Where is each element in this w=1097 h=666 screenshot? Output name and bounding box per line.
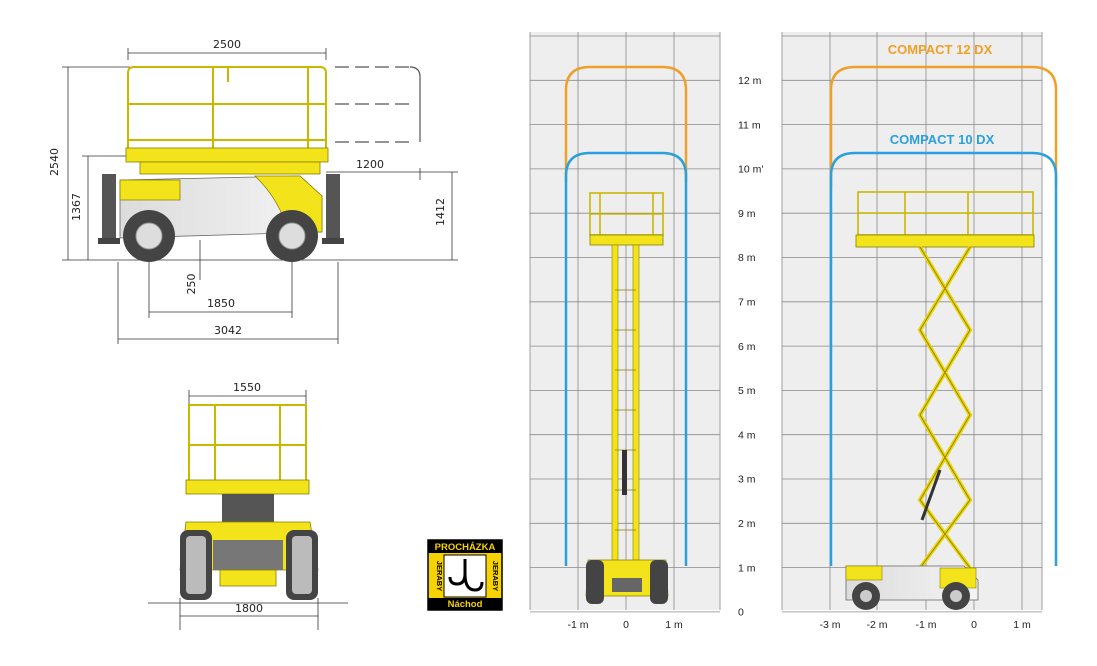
logo-top-text: PROCHÁZKA bbox=[435, 542, 496, 553]
compact-10-dx-title: COMPACT 10 DX bbox=[890, 132, 995, 147]
left-reach-chart bbox=[529, 32, 721, 613]
side-dim-right-height-label: 1412 bbox=[434, 198, 447, 226]
side-view bbox=[62, 48, 458, 344]
compact-12-dx-title: COMPACT 12 DX bbox=[888, 42, 993, 57]
x-tick-label: 0 bbox=[623, 619, 629, 631]
height-tick-label: 4 m bbox=[738, 429, 756, 441]
right-reach-chart bbox=[781, 32, 1058, 613]
right-horizontal-axis: -3 m -2 m -1 m 0 1 m bbox=[820, 619, 1031, 631]
logo-bottom-text: Náchod bbox=[448, 599, 483, 610]
x-tick-label: 1 m bbox=[1013, 619, 1031, 631]
height-tick-label: 0 bbox=[738, 607, 744, 619]
left-horizontal-axis: -1 m 0 1 m bbox=[568, 619, 683, 631]
side-dim-total-height-label: 2540 bbox=[48, 148, 61, 176]
front-dim-bottom-label: 1800 bbox=[235, 602, 263, 615]
envelope-12m-left bbox=[564, 65, 688, 182]
height-tick-label: 7 m bbox=[738, 297, 756, 309]
envelope-10m-right bbox=[829, 151, 1058, 566]
x-tick-label: -2 m bbox=[867, 619, 888, 631]
x-tick-label: 1 m bbox=[665, 619, 683, 631]
x-tick-label: 0 bbox=[971, 619, 977, 631]
x-tick-label: -1 m bbox=[568, 619, 589, 631]
side-dim-clearance-label: 250 bbox=[185, 274, 198, 295]
crane-hook-icon bbox=[448, 559, 484, 592]
side-dim-extension-label: 1200 bbox=[356, 158, 384, 171]
logo-right-text: JERABY bbox=[491, 561, 500, 591]
left-height-axis: 12 m 11 m 10 m' 9 m 8 m 7 m 6 m 5 m 4 m 3 m 2 m 1 m… bbox=[738, 75, 763, 619]
x-tick-label: -3 m bbox=[820, 619, 841, 631]
height-tick-label: 3 m bbox=[738, 474, 756, 486]
height-tick-label: 10 m' bbox=[738, 164, 763, 176]
height-tick-label: 2 m bbox=[738, 518, 756, 530]
x-tick-label: -1 m bbox=[916, 619, 937, 631]
height-tick-label: 6 m bbox=[738, 341, 756, 353]
side-dim-wheelbase-label: 1850 bbox=[207, 297, 235, 310]
height-tick-label: 11 m bbox=[738, 119, 761, 131]
height-tick-label: 1 m bbox=[738, 562, 756, 574]
side-dim-top-label: 2500 bbox=[213, 38, 241, 51]
height-tick-label: 8 m bbox=[738, 252, 756, 264]
prochazka-logo: PROCHÁZKA Náchod JERABY JERABY bbox=[427, 539, 503, 611]
front-view bbox=[148, 390, 348, 630]
envelope-10m-left bbox=[564, 151, 688, 566]
height-tick-label: 5 m bbox=[738, 385, 756, 397]
side-dim-length-label: 3042 bbox=[214, 324, 242, 337]
height-tick-label: 12 m bbox=[738, 75, 762, 87]
envelope-12m-right bbox=[829, 65, 1058, 187]
side-dim-platform-height-label: 1367 bbox=[70, 193, 83, 221]
front-dim-top-label: 1550 bbox=[233, 381, 261, 394]
logo-left-text: JERABY bbox=[435, 561, 444, 591]
height-tick-label: 9 m bbox=[738, 208, 756, 220]
